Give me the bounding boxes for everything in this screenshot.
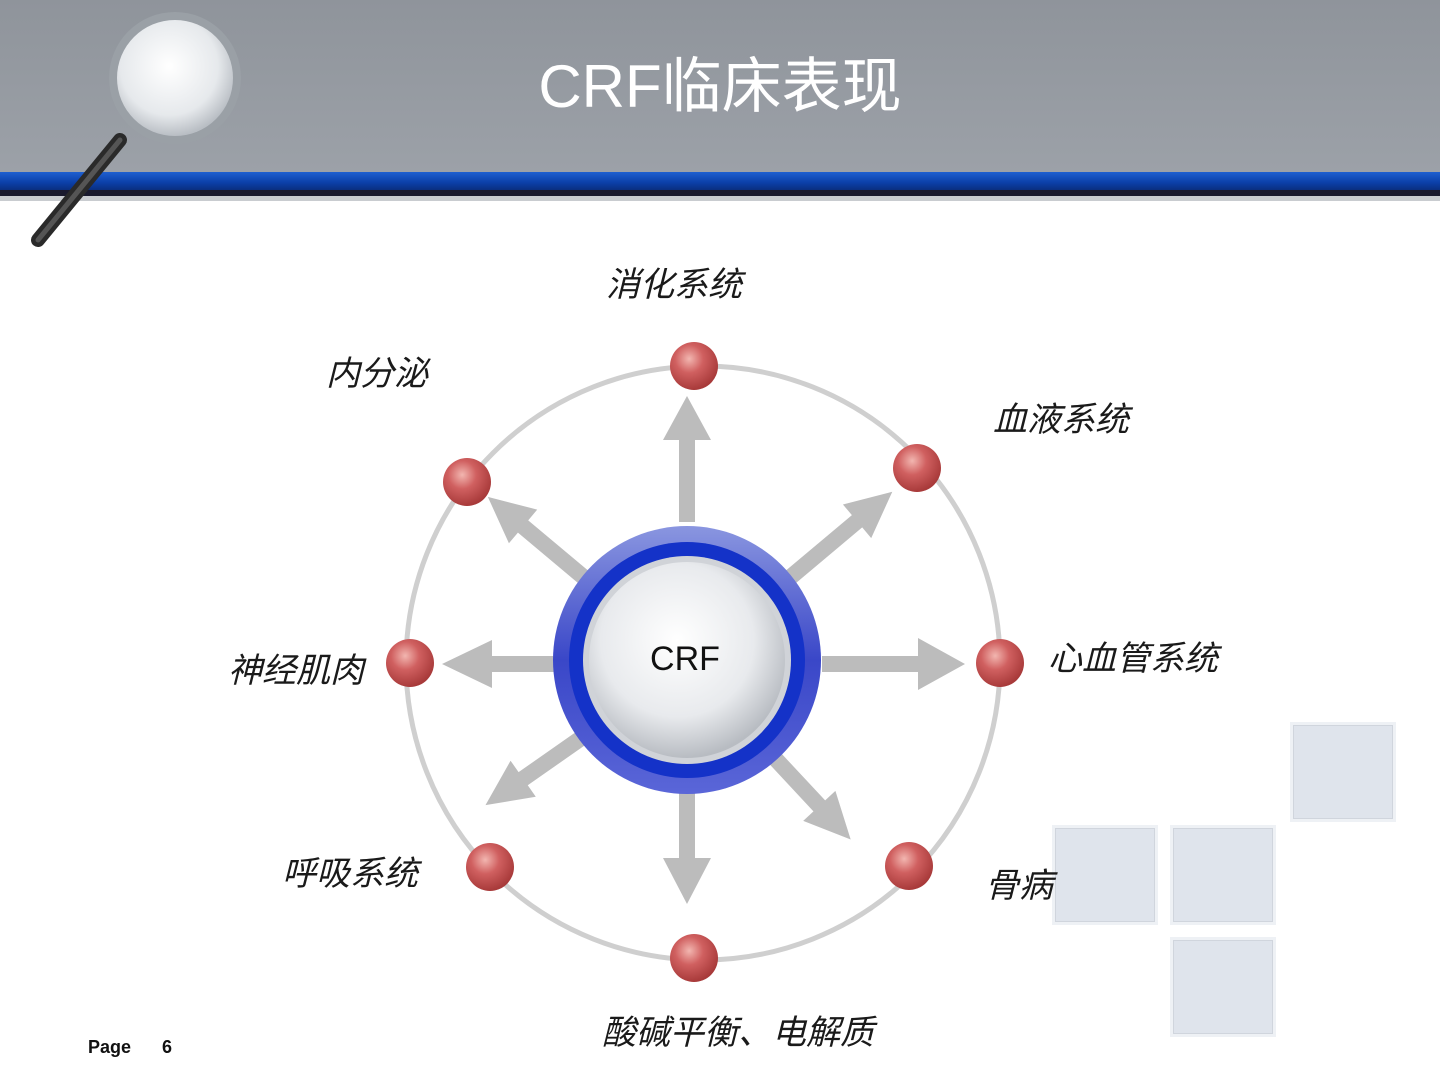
hub-center [589, 562, 785, 758]
magnifier-icon [31, 12, 241, 247]
node-left [386, 639, 434, 687]
arrows [442, 396, 965, 904]
header-stripe-dark [0, 190, 1440, 196]
arrow-upright [781, 491, 893, 587]
label-top-left: 内分泌 [326, 354, 428, 394]
page-title: CRF临床表现 [538, 53, 902, 120]
arrow-left [442, 640, 556, 688]
page-footer: Page 6 [88, 1037, 172, 1058]
arrow-downright [769, 753, 851, 840]
deco-square [1052, 825, 1158, 925]
nodes [386, 342, 1024, 982]
node-top [670, 342, 718, 390]
header-stripe [0, 172, 1440, 190]
arrow-upleft [487, 496, 593, 587]
page-label: Page [88, 1037, 132, 1057]
label-left: 神经肌肉 [228, 651, 364, 691]
center-label: CRF [650, 640, 720, 678]
header-stripe-grey [0, 196, 1440, 201]
page-number: 6 [162, 1037, 173, 1057]
node-top-right [893, 444, 941, 492]
arrow-down [663, 792, 711, 904]
node-bottom-left [466, 843, 514, 891]
label-bottom-left: 呼吸系统 [282, 854, 418, 894]
node-bottom [670, 934, 718, 982]
node-top-left [443, 458, 491, 506]
arrow-up [663, 396, 711, 522]
node-bottom-right [885, 842, 933, 890]
arrow-right [822, 638, 965, 690]
deco-square [1290, 722, 1396, 822]
arrow-downleft [485, 732, 586, 806]
label-top: 消化系统 [606, 265, 742, 305]
node-right [976, 639, 1024, 687]
label-right: 心血管系统 [1048, 639, 1218, 679]
deco-square [1170, 937, 1276, 1037]
label-bottom: 酸碱平衡、电解质 [602, 1013, 874, 1053]
deco-square [1170, 825, 1276, 925]
label-top-right: 血液系统 [993, 400, 1129, 440]
label-bottom-right: 骨病 [985, 866, 1053, 906]
